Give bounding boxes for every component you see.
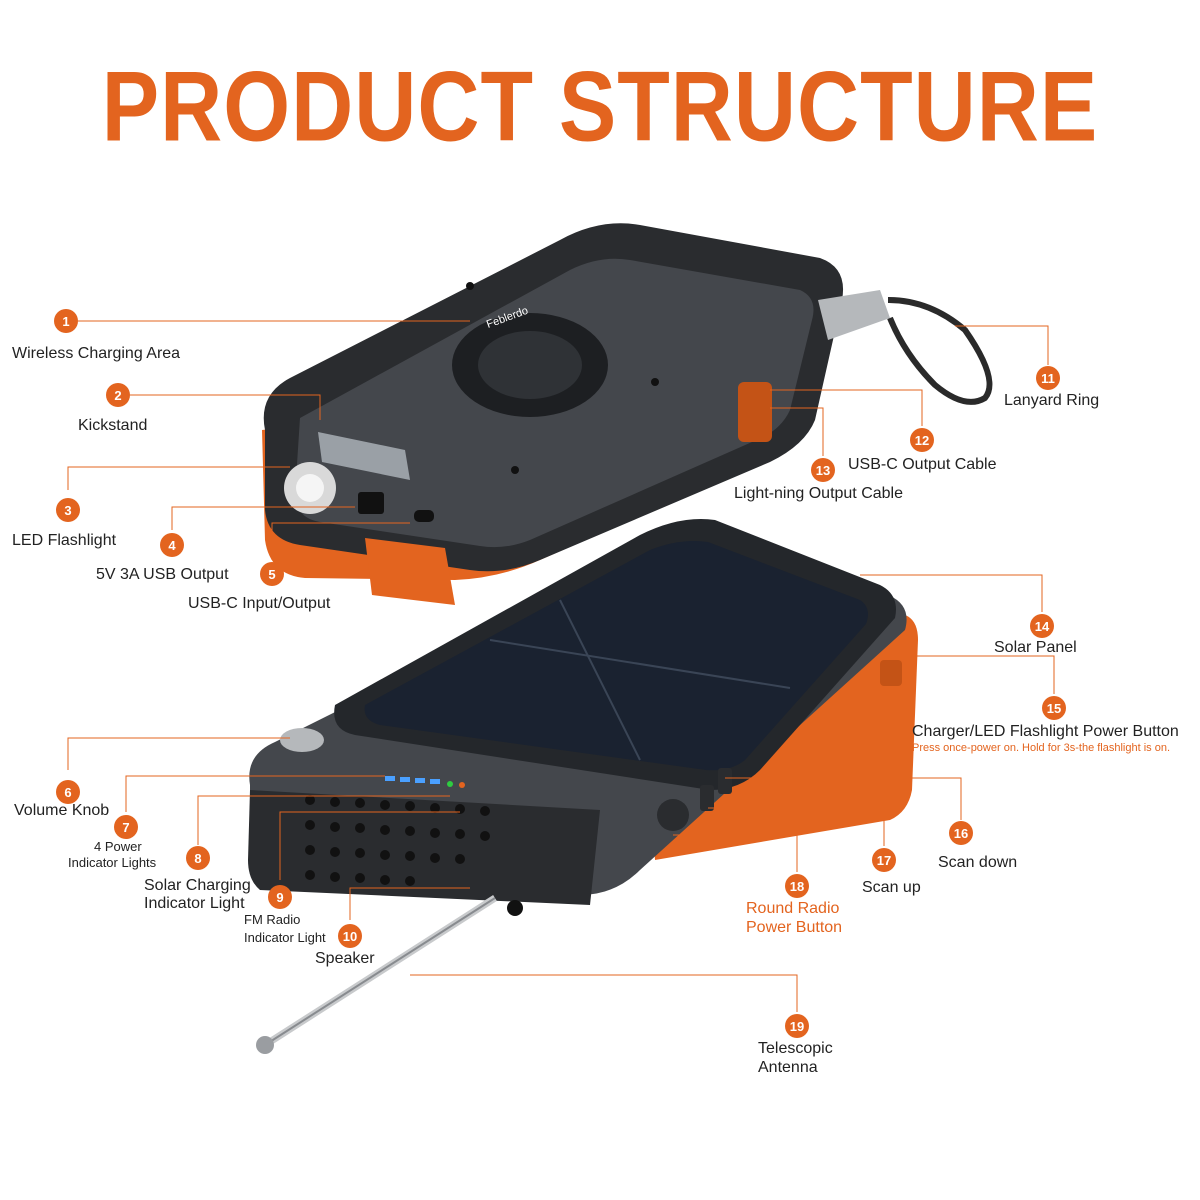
callout-label: Scan down bbox=[938, 854, 1017, 871]
callout-label: USB-C Input/Output bbox=[188, 595, 331, 612]
usb-port bbox=[358, 492, 384, 514]
callout-label: Antenna bbox=[758, 1059, 818, 1076]
callout-number: 2 bbox=[114, 388, 121, 403]
leader-lines bbox=[67, 320, 1055, 1012]
callout-number: 11 bbox=[1041, 371, 1055, 386]
callout-label: FM Radio bbox=[244, 912, 300, 927]
charger-flashlight-button bbox=[880, 660, 902, 686]
callout-label: Indicator Light bbox=[244, 930, 326, 945]
callout-label: Indicator Lights bbox=[68, 855, 157, 870]
volume-knob bbox=[280, 728, 324, 752]
callout-number: 16 bbox=[954, 826, 968, 841]
callout-label: Lanyard Ring bbox=[1004, 392, 1099, 409]
callout-number: 18 bbox=[790, 879, 804, 894]
callout-label: Charger/LED Flashlight Power Button bbox=[912, 723, 1179, 740]
lanyard-cord bbox=[887, 297, 993, 405]
top-device: Feblerdo bbox=[262, 223, 993, 605]
callout-label: LED Flashlight bbox=[12, 532, 117, 549]
callout-label: Speaker bbox=[315, 950, 375, 967]
callout-label: Light-ning Output Cable bbox=[734, 485, 903, 502]
callout-label: Telescopic bbox=[758, 1040, 833, 1057]
port-cover bbox=[365, 538, 455, 605]
callouts: 1 Wireless Charging Area 2 Kickstand 3 L… bbox=[12, 309, 1179, 1076]
solar-panel bbox=[364, 541, 868, 771]
power-indicator-light bbox=[385, 776, 395, 781]
callout-label: Kickstand bbox=[78, 417, 147, 434]
power-indicator-light bbox=[430, 779, 440, 784]
callout-label: Round Radio bbox=[746, 900, 840, 917]
callout-number: 15 bbox=[1047, 701, 1061, 716]
callout-number: 8 bbox=[194, 851, 201, 866]
cable-slot bbox=[738, 382, 772, 442]
callout-number: 7 bbox=[122, 820, 129, 835]
callout-number: 10 bbox=[343, 929, 357, 944]
scan-up-button bbox=[700, 785, 714, 811]
callout-number: 19 bbox=[790, 1019, 804, 1034]
callout-label: Indicator Light bbox=[144, 895, 245, 912]
callout-number: 17 bbox=[877, 853, 891, 868]
callout-label: Power Button bbox=[746, 919, 842, 936]
callout-label: Volume Knob bbox=[14, 802, 109, 819]
fm-radio-indicator bbox=[459, 782, 465, 788]
callout-number: 1 bbox=[62, 314, 69, 329]
callout-note: Press once-power on. Hold for 3s-the fla… bbox=[912, 742, 1170, 754]
callout-number: 4 bbox=[168, 538, 176, 553]
callout-label: Solar Charging bbox=[144, 877, 251, 894]
callout-label: Scan up bbox=[862, 879, 921, 896]
callout-number: 3 bbox=[64, 503, 71, 518]
callout-label: 4 Power bbox=[94, 839, 142, 854]
callout-number: 5 bbox=[268, 567, 275, 582]
callout-number: 9 bbox=[276, 890, 283, 905]
usb-c-port bbox=[414, 510, 434, 522]
callout-label: USB-C Output Cable bbox=[848, 456, 997, 473]
power-indicator-light bbox=[400, 777, 410, 782]
callout-number: 14 bbox=[1035, 619, 1050, 634]
callout-number: 13 bbox=[816, 463, 830, 478]
power-indicator-light bbox=[415, 778, 425, 783]
scan-down-button bbox=[718, 768, 732, 794]
page-title: PRODUCT STRUCTURE bbox=[101, 51, 1099, 163]
callout-label: Wireless Charging Area bbox=[12, 345, 180, 362]
callout-number: 6 bbox=[64, 785, 71, 800]
round-radio-power-button bbox=[657, 799, 689, 831]
solar-charging-indicator bbox=[447, 781, 453, 787]
kickstand bbox=[318, 432, 410, 480]
callout-label: 5V 3A USB Output bbox=[96, 566, 229, 583]
lanyard-stem bbox=[818, 290, 890, 340]
bottom-device bbox=[248, 519, 918, 1054]
callout-label: Solar Panel bbox=[994, 639, 1077, 656]
callout-number: 12 bbox=[915, 433, 929, 448]
